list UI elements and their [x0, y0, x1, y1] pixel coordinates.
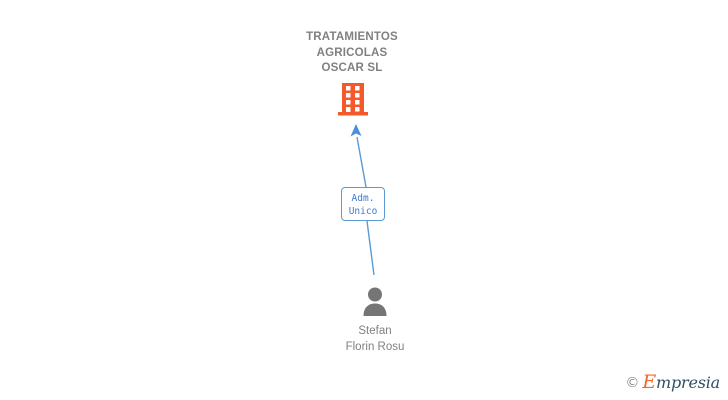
- watermark: © Empresia: [625, 373, 720, 392]
- connector-label-to-company: [356, 136, 367, 188]
- relationship-label-line-2: Unico: [348, 206, 378, 217]
- person-name-line-1: Stefan: [358, 325, 392, 337]
- brand-initial: E: [642, 371, 656, 393]
- company-title-line-2: AGRICOLAS: [316, 46, 388, 59]
- company-title-line-1: TRATAMIENTOS: [306, 31, 398, 43]
- brand-logo: Empresia: [642, 373, 720, 392]
- building-icon: [338, 83, 368, 116]
- relationship-label-line-1: Adm.: [351, 193, 375, 204]
- person-icon: [363, 287, 387, 316]
- connector-person-to-label: [366, 220, 375, 276]
- relationship-label[interactable]: Adm. Unico: [341, 187, 385, 221]
- person-node[interactable]: [360, 286, 390, 318]
- arrowhead-icon: [350, 124, 362, 137]
- company-node[interactable]: [338, 82, 370, 118]
- company-title: TRATAMIENTOS AGRICOLAS OSCAR SL: [252, 30, 452, 77]
- company-title-line-3: OSCAR SL: [321, 62, 383, 74]
- copyright-icon: ©: [625, 374, 640, 391]
- person-name: Stefan Florin Rosu: [300, 324, 450, 355]
- person-name-line-2: Florin Rosu: [345, 340, 405, 353]
- brand-rest: mpresia: [656, 373, 720, 392]
